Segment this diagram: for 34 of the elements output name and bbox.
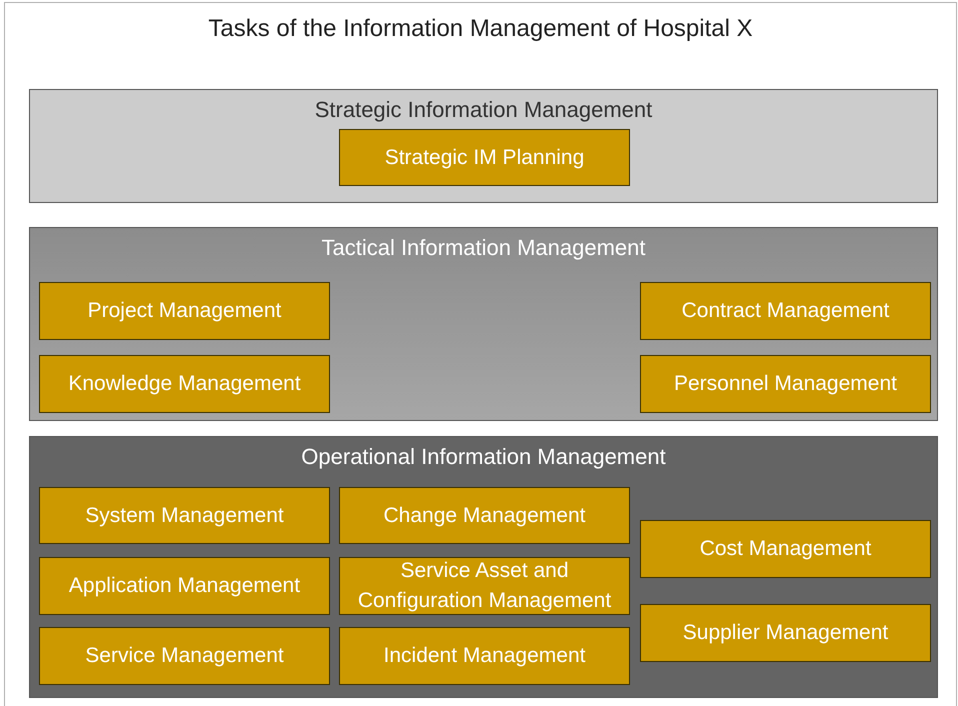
task-box xyxy=(339,487,630,544)
task-label: Supplier Management xyxy=(682,620,890,646)
task-box xyxy=(39,557,330,615)
task-label: System Management xyxy=(84,502,285,528)
layer-title: Tactical Information Management xyxy=(321,235,646,261)
task-box xyxy=(39,627,330,685)
task-label: Strategic IM Planning xyxy=(384,144,586,170)
task-box xyxy=(39,282,330,340)
task-box xyxy=(39,355,330,413)
task-label: Project Management xyxy=(86,298,282,324)
task-box xyxy=(339,129,630,186)
task-box xyxy=(640,282,931,340)
task-label: Personnel Management xyxy=(673,371,898,397)
tactical-band xyxy=(29,227,938,421)
task-label: Knowledge Management xyxy=(67,371,302,397)
task-label: Service Asset and Configuration Management xyxy=(356,558,612,614)
task-label: Application Management xyxy=(68,573,302,599)
task-label: Change Management xyxy=(382,502,586,528)
task-label: Service Management xyxy=(84,643,285,669)
layer-title: Operational Information Management xyxy=(301,444,666,470)
task-box xyxy=(640,604,931,662)
operational-band xyxy=(29,436,938,698)
task-label: Contract Management xyxy=(680,298,890,324)
task-box xyxy=(640,355,931,413)
strategic-band xyxy=(29,89,938,203)
layer-title: Strategic Information Management xyxy=(314,97,652,123)
frame-heading: Tasks of the Information Management of Hospital X xyxy=(208,15,753,43)
task-box xyxy=(39,487,330,544)
task-box xyxy=(339,557,630,615)
task-box xyxy=(640,520,931,578)
task-label: Incident Management xyxy=(382,643,586,669)
task-box xyxy=(339,627,630,685)
diagram-frame xyxy=(4,2,957,706)
task-label: Cost Management xyxy=(698,536,872,562)
